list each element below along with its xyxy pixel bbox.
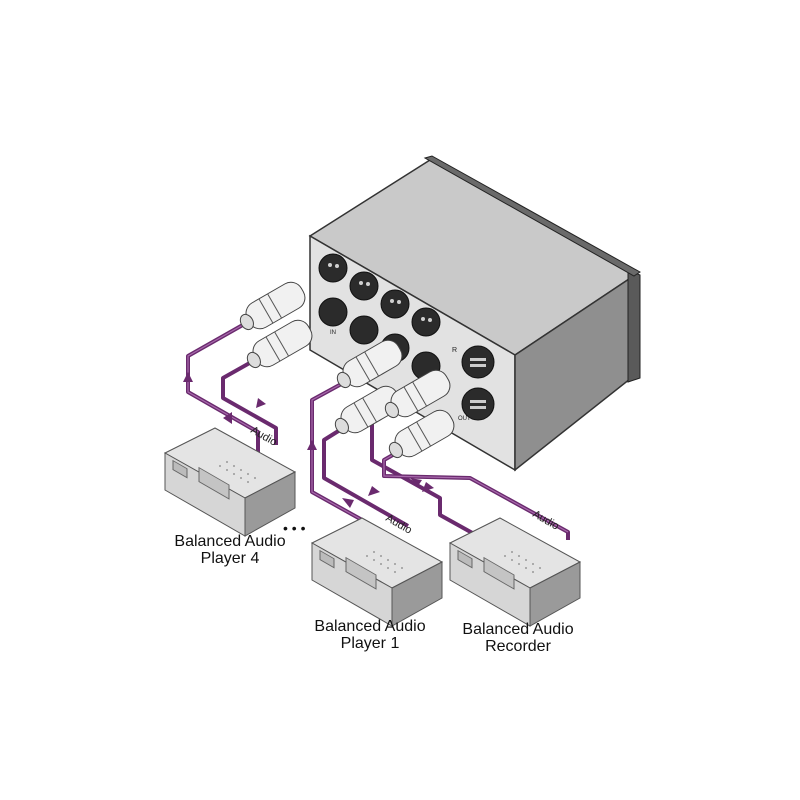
unit-label-r: R bbox=[452, 347, 457, 354]
xlr-output-socket-icon bbox=[461, 345, 495, 379]
audio-player-icon bbox=[310, 517, 444, 627]
label-recorder: Balanced Audio Recorder bbox=[448, 621, 588, 655]
xlr-plug-icon bbox=[388, 409, 455, 459]
label-recorder-line2: Recorder bbox=[485, 638, 551, 655]
xlr-socket-icon bbox=[349, 315, 379, 345]
xlr-socket-icon bbox=[411, 307, 441, 337]
label-player4: Balanced Audio Player 4 bbox=[160, 533, 300, 567]
label-player1: Balanced Audio Player 1 bbox=[300, 618, 440, 652]
xlr-socket-icon bbox=[318, 253, 348, 283]
audio-recorder-icon bbox=[448, 517, 582, 627]
more-devices-ellipsis: • • • bbox=[283, 520, 306, 536]
unit-label-in: IN bbox=[330, 330, 336, 336]
xlr-socket-icon bbox=[380, 289, 410, 319]
label-recorder-line1: Balanced Audio bbox=[462, 621, 574, 638]
label-player1-line1: Balanced Audio bbox=[314, 618, 426, 635]
audio-player-icon bbox=[163, 427, 297, 537]
label-player4-line2: Player 4 bbox=[200, 550, 260, 567]
label-player1-line2: Player 1 bbox=[340, 635, 400, 652]
xlr-output-socket-icon bbox=[461, 387, 495, 421]
xlr-plug-icon bbox=[384, 369, 451, 419]
xlr-socket-icon bbox=[349, 271, 379, 301]
cable-label-recorder: Audio bbox=[531, 508, 561, 532]
xlr-plug-icon bbox=[336, 339, 403, 389]
unit-label-out: OUT bbox=[458, 416, 471, 422]
xlr-socket-icon bbox=[318, 297, 348, 327]
label-player4-line1: Balanced Audio bbox=[174, 533, 286, 550]
xlr-plug-icon bbox=[239, 281, 306, 331]
xlr-plugs bbox=[239, 281, 455, 459]
xlr-plug-icon bbox=[246, 319, 313, 369]
